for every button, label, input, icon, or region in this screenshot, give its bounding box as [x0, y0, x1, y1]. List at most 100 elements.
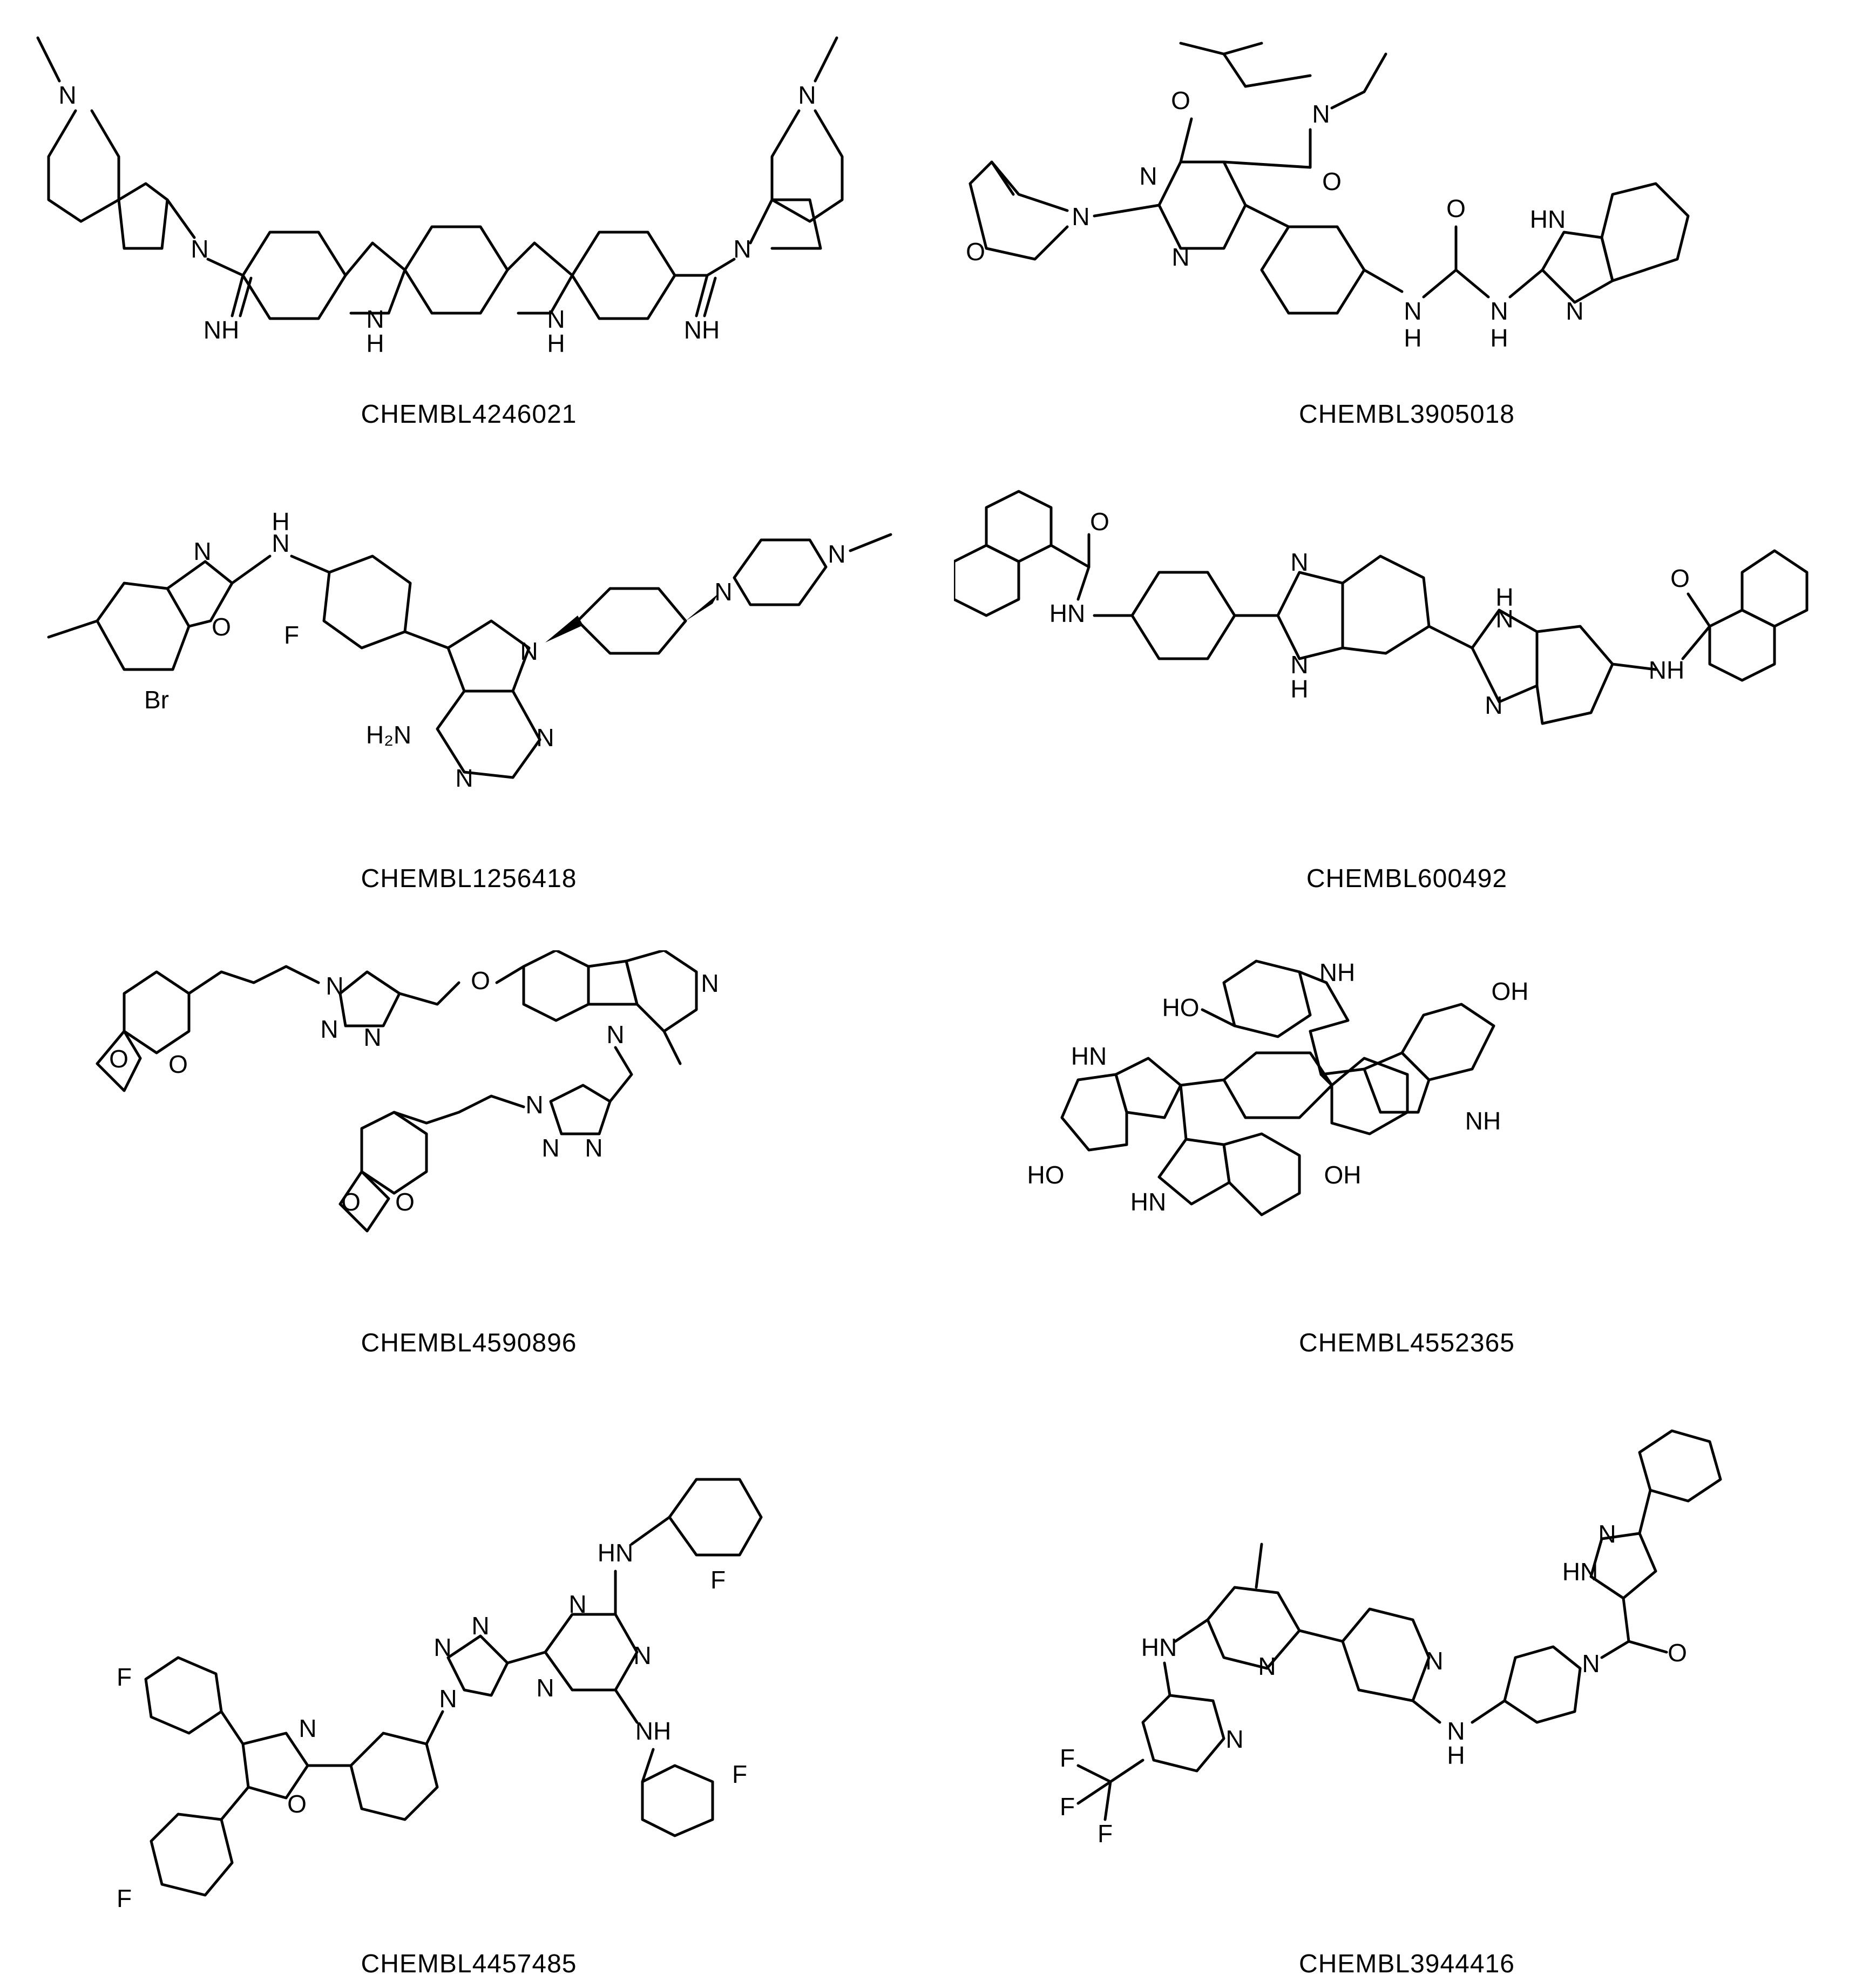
atom-label: O [471, 966, 490, 995]
structure-drawing: O N O N N N O N H O N H [966, 42, 1690, 352]
compound-id: CHEMBL3905018 [1299, 400, 1515, 429]
atom-label: N [455, 764, 473, 792]
atom-label: N [1495, 605, 1513, 633]
structure-drawing: O O N N N O N N N N N O O [96, 950, 719, 1233]
atom-label: NH [1649, 656, 1684, 684]
atom-label: N [568, 1590, 586, 1618]
compound-cell-5: O O N N N O N N N N N O O CH [0, 929, 938, 1393]
atom-label: O [287, 1790, 307, 1818]
compound-id: CHEMBL1256418 [361, 864, 577, 893]
atom-label: N [320, 1015, 338, 1043]
atom-label: HN [1071, 1042, 1107, 1070]
atom-label: HN [1130, 1188, 1166, 1216]
atom-label: N [1072, 202, 1089, 231]
atom-label: O [1171, 86, 1190, 114]
atom-label: H [272, 508, 289, 536]
atom-label: F [710, 1566, 726, 1594]
atom-label: NH [1319, 958, 1355, 986]
compound-cell-6: NH HO OH NH HN HO HN OH CHEMBL4552365 [938, 929, 1876, 1393]
compound-id: CHEMBL4457485 [361, 1950, 577, 1978]
atom-label: F [1060, 1744, 1075, 1772]
atom-label: Br [144, 686, 169, 714]
atom-label: HO [1162, 993, 1200, 1022]
compound-id: CHEMBL4246021 [361, 400, 577, 429]
atom-label: H [1490, 324, 1508, 352]
atom-label: N [1566, 297, 1583, 325]
structure-drawing: O HN N N H H N N NH O [954, 490, 1809, 725]
atom-label: N [1225, 1725, 1243, 1753]
atom-label: HN [1562, 1558, 1598, 1586]
compound-cell-1: N N NH N H N H NH N [0, 0, 938, 464]
atom-label: N [547, 305, 565, 333]
atom-label: N [272, 529, 289, 557]
atom-label: O [1322, 167, 1342, 195]
atom-label: O [341, 1188, 361, 1216]
atom-label: O [168, 1050, 188, 1078]
atom-label: HN [1141, 1633, 1177, 1661]
atom-label: N [606, 1020, 624, 1049]
atom-label: HN [598, 1539, 633, 1567]
atom-label: N [1139, 162, 1157, 190]
compound-cell-7: F N O F N N N N N N HN F [0, 1393, 938, 1988]
compound-cell-2: O N O N N N O N H O N H [938, 0, 1876, 464]
atom-label: OH [1324, 1161, 1362, 1189]
atom-label: N [1582, 1649, 1600, 1678]
atom-label: N [363, 1023, 381, 1051]
structure-drawing: F N O F N N N N N N HN F [117, 1478, 763, 1912]
compound-id: CHEMBL600492 [1306, 864, 1508, 893]
atom-label: N [1490, 297, 1508, 325]
atom-label: HN [1049, 599, 1085, 627]
atom-label: O [966, 238, 985, 266]
atom-label: H [547, 329, 565, 357]
atom-label: N [536, 723, 554, 752]
compound-id: CHEMBL3944416 [1299, 1950, 1515, 1978]
atom-label: N [1290, 548, 1308, 576]
atom-label: N [525, 1091, 543, 1119]
atom-label: N [193, 537, 211, 565]
atom-label: N [828, 540, 845, 568]
atom-label: N [733, 235, 751, 263]
structure-drawing: Br N O H N F N H₂N N N N N [47, 508, 892, 792]
atom-label: NH [684, 316, 720, 344]
compound-id: CHEMBL4590896 [361, 1329, 577, 1357]
atom-label: N [520, 637, 538, 665]
structure-drawing: NH HO OH NH HN HO HN OH [1027, 958, 1529, 1216]
compound-cell-4: O HN N N H H N N NH O CHEMBL600492 [938, 464, 1876, 929]
atom-label: N [541, 1134, 559, 1162]
atom-label: H [1404, 324, 1421, 352]
atom-label: N [1485, 691, 1502, 719]
atom-label: H [366, 329, 384, 357]
atom-label: N [536, 1674, 554, 1702]
atom-label: N [366, 305, 384, 333]
atom-label: HN [1530, 205, 1566, 233]
atom-label: F [1060, 1793, 1075, 1821]
atom-label: N [798, 81, 816, 109]
atom-label: OH [1492, 977, 1529, 1005]
atom-label: N [434, 1633, 451, 1661]
atom-label: O [1446, 194, 1466, 222]
atom-label: N [633, 1641, 651, 1669]
atom-label: O [1668, 1639, 1687, 1667]
atom-label: O [109, 1045, 128, 1073]
atom-label: O [1090, 508, 1109, 536]
atom-label: NH [204, 316, 239, 344]
atom-label: H [1495, 583, 1513, 611]
atom-label: N [1447, 1717, 1465, 1745]
atom-label: H [1290, 675, 1308, 703]
atom-label: N [701, 969, 719, 997]
compound-cell-3: Br N O H N F N H₂N N N N N CHEMBL1256418 [0, 464, 938, 929]
atom-label: F [284, 621, 299, 649]
atom-label: NH [635, 1717, 671, 1745]
atom-label: N [299, 1714, 316, 1742]
atom-label: N [58, 81, 76, 109]
compound-cell-8: N HN O N N H N N HN N [938, 1393, 1876, 1988]
atom-label: F [732, 1760, 747, 1788]
atom-label: NH [1465, 1107, 1501, 1135]
atom-label: N [714, 578, 732, 606]
atom-label: O [395, 1188, 415, 1216]
compound-id: CHEMBL4552365 [1299, 1329, 1515, 1357]
structure-drawing: N N NH N H N H NH N [36, 36, 844, 357]
atom-label: N [1598, 1520, 1616, 1548]
atom-label: N [471, 1612, 489, 1640]
atom-label: O [212, 613, 231, 641]
